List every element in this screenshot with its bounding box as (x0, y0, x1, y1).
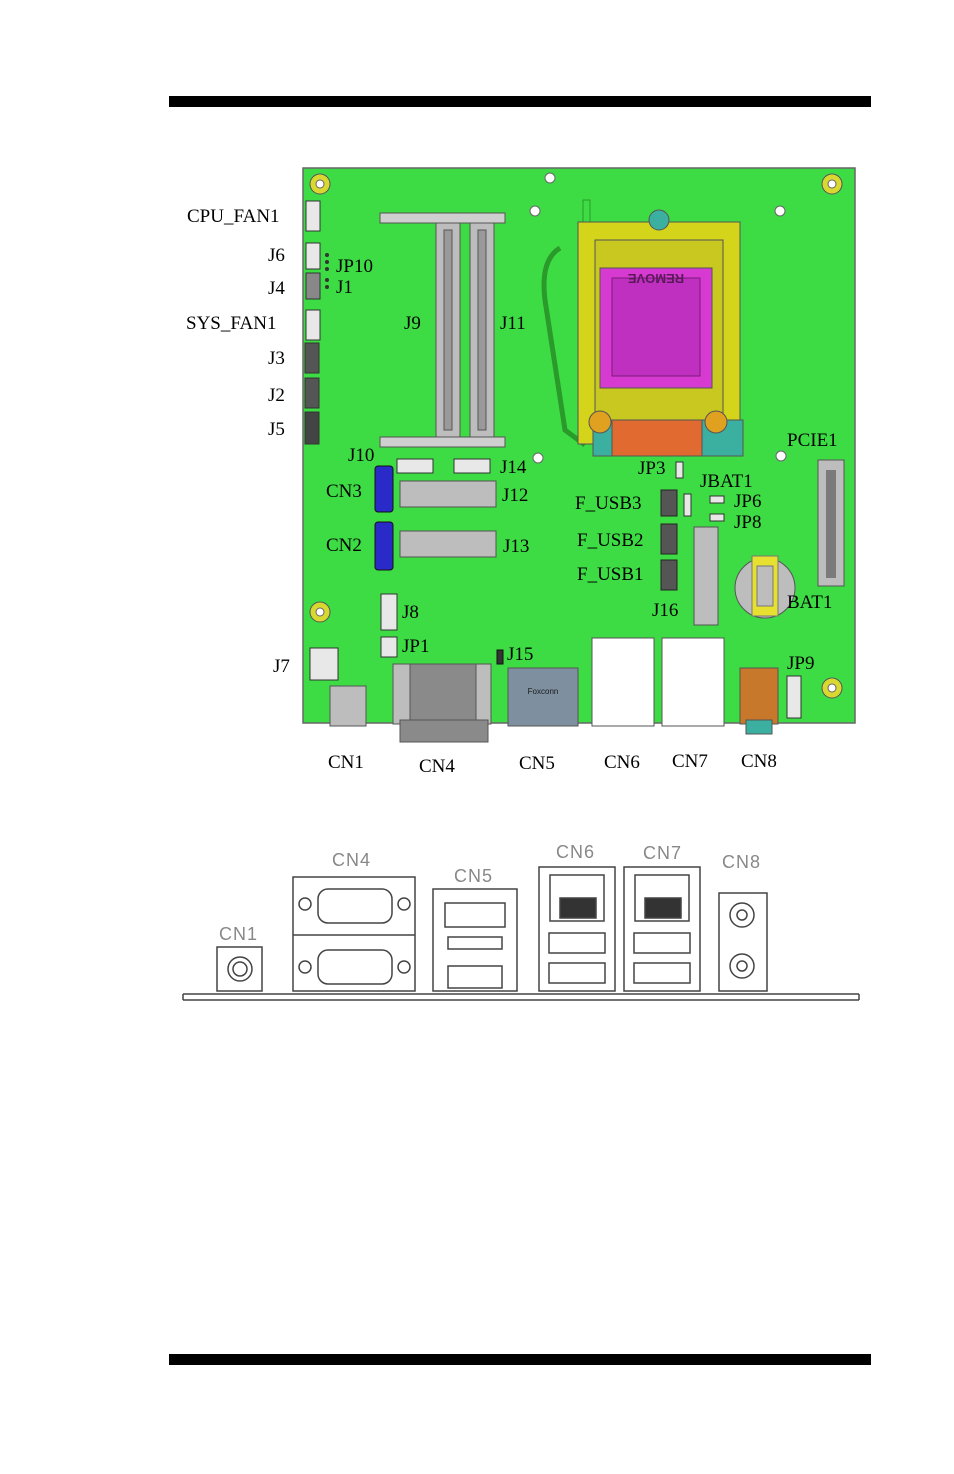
label-cn8: CN8 (741, 751, 777, 772)
hole-1 (529, 205, 541, 217)
label-j15: J15 (507, 644, 534, 665)
cn8-board (739, 667, 779, 725)
f-usb2-header (660, 523, 678, 555)
cn1-board (329, 685, 367, 727)
f-usb3-header (660, 489, 678, 517)
label-f-usb3: F_USB3 (575, 493, 642, 514)
j15-jumper (496, 649, 504, 665)
label-j9: J9 (404, 313, 421, 334)
io-label-cn1: CN1 (219, 924, 259, 944)
jp6-jumper (709, 495, 725, 504)
label-jbat1: JBAT1 (700, 471, 753, 492)
label-j16: J16 (652, 600, 679, 621)
label-bat1: BAT1 (787, 592, 833, 613)
bottom-rule (169, 1354, 871, 1365)
io-label-cn8: CN8 (722, 852, 762, 872)
jp8-jumper (709, 513, 725, 522)
label-j5: J5 (268, 419, 285, 440)
top-rule (169, 96, 871, 107)
label-j10: J10 (348, 445, 375, 466)
j8-header (380, 593, 398, 631)
f-usb1-header (660, 559, 678, 591)
hole-2 (774, 205, 786, 217)
cn5-board (507, 667, 579, 727)
jp9-header (786, 675, 802, 719)
label-jp1: JP1 (402, 636, 430, 657)
foxconn-label: Foxconn (528, 687, 559, 696)
j7-power-connector (309, 647, 339, 681)
label-jp8: JP8 (734, 512, 762, 533)
label-j11: J11 (500, 313, 526, 334)
j3-header (304, 342, 320, 374)
j5-header (304, 411, 320, 445)
label-jp10: JP10 (336, 256, 373, 277)
j12-m2-slot (399, 480, 497, 508)
j4-header (305, 272, 321, 300)
label-jp3: JP3 (638, 458, 666, 479)
cn2-sata (374, 521, 394, 571)
label-j6: J6 (268, 245, 285, 266)
io-label-cn5: CN5 (454, 866, 494, 886)
cpu-fan1-header (305, 200, 321, 232)
label-j2: J2 (268, 385, 285, 406)
sys-fan1-header (305, 309, 321, 341)
jp3-jumper (675, 461, 684, 479)
hole-3 (544, 172, 556, 184)
label-cpu-fan1: CPU_FAN1 (187, 206, 280, 227)
label-jp9: JP9 (787, 653, 815, 674)
io-label-cn4: CN4 (332, 850, 372, 870)
label-j8: J8 (402, 602, 419, 623)
cn3-sata (374, 465, 394, 513)
j10-header (396, 458, 434, 474)
label-j1: J1 (336, 277, 353, 298)
label-cn4: CN4 (419, 756, 455, 777)
label-pcie1: PCIE1 (787, 430, 838, 451)
label-j14: J14 (500, 457, 527, 478)
label-cn1: CN1 (328, 752, 364, 773)
label-f-usb2: F_USB2 (577, 530, 644, 551)
label-cn3: CN3 (326, 481, 362, 502)
label-j3: J3 (268, 348, 285, 369)
label-cn7: CN7 (672, 751, 708, 772)
j14-header (453, 458, 491, 474)
label-cn2: CN2 (326, 535, 362, 556)
jp1-jumper (380, 636, 398, 658)
left-headers (304, 200, 321, 445)
io-label-cn7: CN7 (643, 843, 683, 863)
label-sys-fan1: SYS_FAN1 (186, 313, 277, 334)
remove-label: REMOVE (628, 271, 685, 286)
j2-header (304, 377, 320, 409)
label-jp6: JP6 (734, 491, 762, 512)
rear-io-panel (182, 866, 860, 1001)
hole-4 (532, 452, 544, 464)
j13-m2-slot (399, 530, 497, 558)
j16-mpcie-slot (693, 526, 719, 626)
cpu-socket (541, 199, 744, 457)
hole-5 (775, 450, 787, 462)
dimm-slots (379, 212, 506, 448)
label-cn6: CN6 (604, 752, 640, 773)
label-j13: J13 (503, 536, 530, 557)
cn7-board (661, 637, 725, 727)
label-j7: J7 (273, 656, 290, 677)
j6-header (305, 242, 321, 270)
cn6-board (591, 637, 655, 727)
label-cn5: CN5 (519, 753, 555, 774)
label-j12: J12 (502, 485, 529, 506)
label-f-usb1: F_USB1 (577, 564, 644, 585)
io-label-cn6: CN6 (556, 842, 596, 862)
label-j4: J4 (268, 278, 285, 299)
jbat1-jumper (683, 493, 692, 517)
